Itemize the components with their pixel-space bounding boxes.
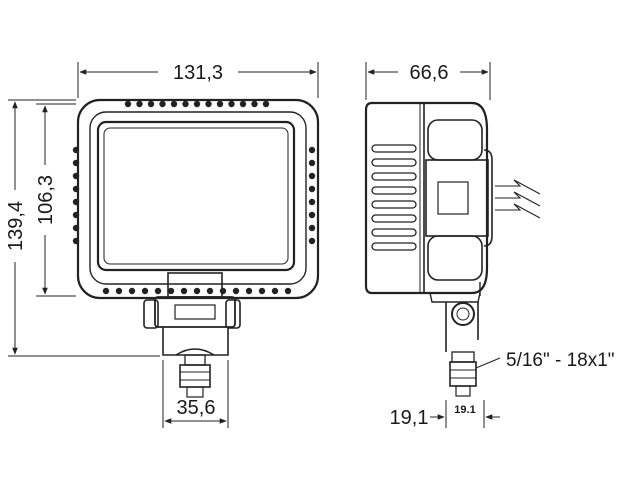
dim-front-width: 131,3 <box>77 62 319 98</box>
heatsink-fin <box>371 172 417 181</box>
led-dot <box>245 287 253 295</box>
led-dot <box>228 100 235 108</box>
led-dot <box>308 211 316 219</box>
led-dot <box>182 100 189 108</box>
heatsink-fin <box>371 242 417 251</box>
label-front-width: 131,3 <box>173 62 223 84</box>
dim-side-depth: 66,6 <box>365 62 491 100</box>
led-dot <box>258 287 266 295</box>
led-dot <box>72 172 80 180</box>
led-dot <box>72 211 80 219</box>
led-dot <box>232 287 240 295</box>
led-dot <box>308 224 316 232</box>
led-dot <box>308 185 316 193</box>
led-dot <box>193 100 201 108</box>
label-front-height-total: 139,4 <box>5 201 27 251</box>
led-dot <box>136 100 143 108</box>
led-dot <box>193 287 201 295</box>
led-dot <box>115 287 123 295</box>
led-dot <box>124 100 132 108</box>
heatsink-fin <box>371 228 417 237</box>
led-dot <box>308 172 316 180</box>
led-dot <box>205 100 212 108</box>
side-housing <box>364 101 489 295</box>
led-dot <box>219 287 227 295</box>
led-dot <box>72 224 80 232</box>
led-dot <box>262 100 270 108</box>
led-dot <box>72 146 80 154</box>
led-dot <box>206 287 214 295</box>
led-dot <box>284 287 292 295</box>
led-dot <box>167 287 175 295</box>
front-view: 131,3 139,4 106,3 35,6 <box>5 62 320 428</box>
label-front-height-lens: 106,3 <box>35 175 57 225</box>
led-dot <box>180 287 188 295</box>
led-dot <box>141 287 149 295</box>
heatsink-fin <box>371 200 417 209</box>
led-dot <box>72 237 80 245</box>
led-dots <box>72 100 316 295</box>
front-mount-bracket <box>143 272 241 398</box>
front-housing-outer <box>76 98 320 300</box>
heatsink-fin <box>371 144 417 153</box>
led-dot <box>251 100 258 108</box>
label-thread: 5/16" - 18x1" <box>506 350 615 371</box>
led-dot <box>216 100 224 108</box>
label-side-depth: 66,6 <box>410 62 449 84</box>
dim-mount-width: 35,6 <box>162 360 229 428</box>
front-lens-inner <box>103 127 289 265</box>
heatsink-fin <box>371 186 417 195</box>
led-dot <box>154 287 162 295</box>
led-dot <box>239 100 247 108</box>
dim-side-bottom: 19,1 19.1 <box>390 400 500 429</box>
thread-callout: 5/16" - 18x1" <box>475 350 615 371</box>
led-dot <box>308 146 316 154</box>
led-dot <box>72 159 80 167</box>
front-lens <box>96 120 296 272</box>
led-dot <box>72 185 80 193</box>
heatsink-fin <box>371 214 417 223</box>
led-dot <box>147 100 155 108</box>
led-dot <box>271 287 279 295</box>
label-side-bottom-left: 19,1 <box>390 407 429 429</box>
led-dot <box>308 237 316 245</box>
led-dot <box>308 159 316 167</box>
side-fins <box>371 144 417 251</box>
led-dot <box>170 100 178 108</box>
led-dot <box>128 287 136 295</box>
label-mount-width: 35,6 <box>177 397 216 419</box>
led-dot <box>102 287 110 295</box>
light-rays-icon <box>495 179 541 219</box>
led-dot <box>308 198 316 206</box>
label-side-bottom-right: 19.1 <box>454 404 475 416</box>
heatsink-fin <box>371 158 417 167</box>
front-housing-inner <box>89 111 307 285</box>
led-dot <box>72 198 80 206</box>
dim-front-height-total: 139,4 <box>5 99 160 357</box>
dim-front-height-lens: 106,3 <box>35 103 76 297</box>
led-dot <box>159 100 166 108</box>
side-view: 66,6 5/16" - 18x1" 19,1 19.1 <box>364 62 615 429</box>
